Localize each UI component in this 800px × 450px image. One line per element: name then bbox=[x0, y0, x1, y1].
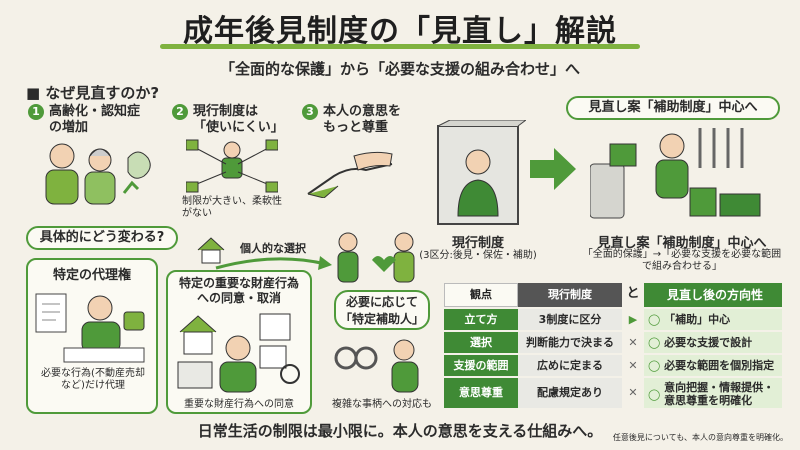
reason-2: 2 現行制度は 「使いにくい」 bbox=[172, 104, 284, 136]
why-heading: ■ なぜ見直すのか? bbox=[26, 84, 160, 102]
reason-2-note: 制限が大きい、柔軟性 がない bbox=[182, 196, 282, 220]
property-documents-icon bbox=[177, 313, 300, 393]
reason-2-note-line1: 制限が大きい、柔軟性 bbox=[182, 196, 282, 207]
consent-note: 重要な財産行為への同意 bbox=[184, 399, 294, 410]
current-system-label: 現行制度 bbox=[451, 236, 504, 251]
proposal-label: 見直し案「補助制度」中心へ bbox=[597, 236, 767, 251]
signing-person-icon bbox=[35, 293, 145, 363]
row-new-text: 必要な範囲を個別指定 bbox=[664, 359, 775, 372]
header-to: と bbox=[626, 286, 640, 301]
row-new-text: 必要な支援で設計 bbox=[664, 336, 753, 349]
number-badge: 2 bbox=[172, 104, 188, 120]
elderly-couple-icon bbox=[45, 143, 151, 205]
reason-2-line1: 現行制度は bbox=[193, 104, 259, 119]
title-underline bbox=[160, 44, 640, 49]
row-label: 立て方 bbox=[444, 309, 518, 330]
comparison-table: 観点 現行制度 と 見直し後の方向性 立て方 3制度に区分 ▶ ◯ 「補助」中心… bbox=[444, 283, 782, 408]
circle-icon: ◯ bbox=[648, 387, 665, 401]
row-new: ◯ 意向把握・情報提供・意思尊重を明確化 bbox=[644, 378, 782, 408]
table-header: 観点 現行制度 と 見直し後の方向性 bbox=[444, 283, 782, 307]
support-people-icon bbox=[337, 232, 415, 283]
row-label: 支援の範囲 bbox=[444, 355, 518, 376]
footer-message: 日常生活の制限は最小限に。本人の意思を支える仕組みへ。 bbox=[197, 422, 603, 440]
row-new-line1: 意向把握・情報提供・ bbox=[664, 381, 775, 394]
confined-person-icon bbox=[437, 120, 526, 225]
agent-right-title: 特定の代理権 bbox=[52, 268, 131, 283]
reason-3-line2: もっと尊重 bbox=[323, 120, 389, 135]
header-direction: 見直し後の方向性 bbox=[644, 283, 782, 307]
reason-2-note-line2: がない bbox=[182, 208, 212, 219]
cross-icon: ✕ bbox=[628, 359, 638, 372]
proposal-sub-line1: 「全面的保護」→「必要な支援を必要な範囲 bbox=[582, 249, 782, 260]
special-aide-line1: 必要に応じて bbox=[345, 295, 418, 309]
header-viewpoint: 観点 bbox=[444, 283, 518, 307]
handcuff-release-icon bbox=[334, 339, 419, 393]
number-badge: 3 bbox=[302, 104, 318, 120]
personal-choice-label: 個人的な選択 bbox=[240, 242, 306, 255]
consent-title-line2: への同意・取消 bbox=[196, 291, 281, 305]
subtitle: 「全面的な保護」から「必要な支援の組み合わせ」へ bbox=[219, 60, 580, 78]
row-new-line2: 意思尊重を明確化 bbox=[664, 394, 753, 407]
row-current: 配慮規定あり bbox=[518, 378, 622, 408]
row-new: ◯ 必要な範囲を個別指定 bbox=[644, 355, 782, 376]
reason-3-line1: 本人の意思を bbox=[323, 104, 402, 119]
how-change-heading: 具体的にどう変わる? bbox=[26, 226, 178, 250]
row-new-text: 意向把握・情報提供・意思尊重を明確化 bbox=[664, 381, 774, 407]
reason-1-line1: 高齢化・認知症 bbox=[49, 104, 141, 119]
table-row: 選択 判断能力で決まる ✕ ◯ 必要な支援で設計 bbox=[444, 332, 782, 353]
row-current: 3制度に区分 bbox=[518, 309, 622, 330]
circle-icon: ◯ bbox=[648, 313, 665, 326]
special-aide-note: 複雑な事柄への対応も bbox=[332, 399, 432, 410]
circle-icon: ◯ bbox=[648, 359, 665, 372]
table-row: 立て方 3制度に区分 ▶ ◯ 「補助」中心 bbox=[444, 309, 782, 330]
page-title: 成年後見制度の「見直し」解説 bbox=[183, 14, 617, 49]
row-current: 広めに定まる bbox=[518, 355, 622, 376]
special-aide-badge: 必要に応じて 「特定補助人」 bbox=[334, 290, 430, 330]
header-current: 現行制度 bbox=[518, 283, 622, 307]
house-icon bbox=[197, 237, 225, 264]
reason-1-line2: の増加 bbox=[49, 120, 89, 135]
agent-note-line1: 必要な行為(不動産売却 bbox=[41, 368, 145, 379]
cross-icon: ✕ bbox=[628, 386, 638, 399]
row-new: ◯ 必要な支援で設計 bbox=[644, 332, 782, 353]
number-badge: 1 bbox=[28, 104, 44, 120]
cross-icon: ✕ bbox=[628, 336, 638, 349]
row-current: 判断能力で決まる bbox=[518, 332, 622, 353]
row-label: 選択 bbox=[444, 332, 518, 353]
table-row: 意思尊重 配慮規定あり ✕ ◯ 意向把握・情報提供・意思尊重を明確化 bbox=[444, 378, 782, 408]
helping-hands-icon bbox=[307, 151, 393, 198]
footnote: 任意後見についても、本人の意向尊重を明確化。 bbox=[612, 433, 788, 442]
circle-icon: ◯ bbox=[648, 336, 665, 349]
table-row: 支援の範囲 広めに定まる ✕ ◯ 必要な範囲を個別指定 bbox=[444, 355, 782, 376]
consent-title: 特定の重要な財産行為 への同意・取消 bbox=[166, 276, 312, 306]
tangled-system-icon bbox=[186, 139, 278, 193]
curved-arrow-icon bbox=[215, 256, 332, 270]
agent-right-note: 必要な行為(不動産売却 など)だけ代理 bbox=[30, 368, 156, 392]
reason-1: 1 高齢化・認知症 の増加 bbox=[28, 104, 140, 136]
current-system-sub: (3区分:後見・保佐・補助) bbox=[419, 250, 537, 261]
special-aide-line2: 「特定補助人」 bbox=[339, 312, 424, 326]
consent-title-line1: 特定の重要な財産行為 bbox=[178, 276, 299, 290]
row-new-text: 「補助」中心 bbox=[664, 313, 731, 326]
toolbox-blocks-icon bbox=[590, 128, 761, 219]
proposal-heading: 見直し案「補助制度」中心へ bbox=[566, 96, 780, 120]
agent-note-line2: など)だけ代理 bbox=[61, 380, 125, 391]
reason-2-line2: 「使いにくい」 bbox=[193, 120, 284, 135]
reason-3: 3 本人の意思を もっと尊重 bbox=[302, 104, 401, 136]
arrow-right-icon bbox=[530, 148, 576, 190]
row-new: ◯ 「補助」中心 bbox=[644, 309, 782, 330]
proposal-sub-line2: で組み合わせる」 bbox=[642, 261, 722, 272]
row-label: 意思尊重 bbox=[444, 378, 518, 408]
play-arrow-icon: ▶ bbox=[628, 313, 638, 326]
proposal-sub: 「全面的保護」→「必要な支援を必要な範囲 で組み合わせる」 bbox=[574, 249, 790, 273]
